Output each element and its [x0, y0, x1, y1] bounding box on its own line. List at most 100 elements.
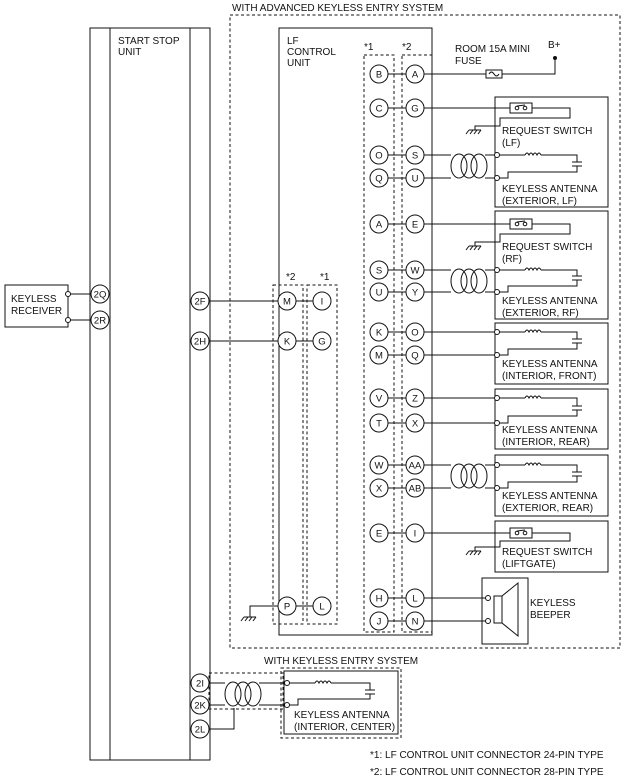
pin-28-o: O — [411, 328, 418, 339]
pin-24-b: B — [376, 70, 382, 81]
pin-28-left-k: K — [284, 337, 291, 348]
pin-2q: 2Q — [94, 290, 107, 301]
keyless-beeper-label-2: BEEPER — [530, 610, 571, 621]
pin-28-u: U — [412, 174, 419, 185]
keyless-receiver-label-2: RECEIVER — [11, 306, 62, 317]
start-stop-pins: 2F 2H 2I 2K 2L — [190, 291, 278, 739]
star1-right: *1 — [364, 42, 374, 53]
pin-24-h: H — [376, 594, 383, 605]
pin-24-left-i: I — [321, 297, 324, 308]
component-label: KEYLESS ANTENNA — [502, 425, 598, 436]
component-label-2: (LIFTGATE) — [502, 559, 556, 570]
pin-28-n: N — [412, 617, 419, 628]
keyless-receiver-label: KEYLESS — [11, 294, 57, 305]
footnote-24pin: *1: LF CONTROL UNIT CONNECTOR 24-PIN TYP… — [370, 750, 604, 761]
fuse-label: ROOM 15A MINI — [455, 44, 530, 55]
pin-28-aa: AA — [409, 461, 422, 472]
pin-28-left-m: M — [283, 297, 291, 308]
keyless-system-enclosure: WITH KEYLESS ENTRY SYSTEM — [264, 656, 418, 739]
lf-control-unit-label-2: CONTROL — [287, 47, 336, 58]
connector-24pin-left — [306, 284, 338, 625]
keyless-beeper: KEYLESS BEEPER — [424, 577, 576, 645]
keyless-system-title: WITH KEYLESS ENTRY SYSTEM — [264, 656, 418, 667]
room-fuse: ROOM 15A MINI FUSE B+ — [424, 40, 561, 79]
component-label: REQUEST SWITCH — [502, 547, 592, 558]
ground-p — [240, 605, 278, 622]
pin-24-left-g: G — [318, 337, 325, 348]
pin-28-z: Z — [412, 394, 418, 405]
keyless-antenna-interior-rear: KEYLESS ANTENNA (INTERIOR, REAR) — [424, 388, 609, 450]
pin-24-k: K — [376, 328, 383, 339]
pin-24-j: J — [377, 617, 382, 628]
left-pin-rows: M K P I G L — [277, 291, 332, 616]
component-label: KEYLESS ANTENNA — [502, 491, 598, 502]
pin-24-t: T — [376, 419, 382, 430]
pin-28-s: S — [412, 151, 418, 162]
keyless-antenna-exterior-rf: KEYLESS ANTENNA (EXTERIOR, RF) — [424, 267, 598, 319]
pin-28-l: L — [412, 594, 417, 605]
pin-28-ab: AB — [409, 484, 422, 495]
pin-28-a: A — [412, 70, 419, 81]
pin-2h: 2H — [194, 337, 206, 348]
pin-24-c: C — [376, 104, 383, 115]
advanced-system-title: WITH ADVANCED KEYLESS ENTRY SYSTEM — [232, 3, 443, 14]
bplus-terminal — [553, 56, 557, 60]
pin-24-q: Q — [375, 174, 382, 185]
pin-2k: 2K — [194, 701, 206, 712]
keyless-antenna-exterior-rear: KEYLESS ANTENNA (EXTERIOR, REAR) — [424, 454, 609, 517]
pin-24-e: E — [376, 529, 382, 540]
star1-left: *1 — [320, 272, 330, 283]
component-label-2: (EXTERIOR, RF) — [502, 308, 579, 319]
component-label: KEYLESS ANTENNA — [502, 359, 598, 370]
lf-control-unit-label-3: UNIT — [287, 58, 310, 69]
start-stop-unit: START STOP UNIT — [89, 27, 211, 761]
component-label: KEYLESS ANTENNA — [502, 296, 598, 307]
connector-28pin-right — [401, 54, 433, 633]
fuse-label-2: FUSE — [455, 56, 482, 67]
connector-24pin-right — [363, 54, 395, 633]
pin-28-q: Q — [411, 351, 418, 362]
keyless-antenna-interior-front: KEYLESS ANTENNA (INTERIOR, FRONT) — [424, 322, 609, 385]
component-label-2: (EXTERIOR, LF) — [502, 196, 577, 207]
component-label: KEYLESS ANTENNA — [294, 710, 390, 721]
component-label-2: (INTERIOR, CENTER) — [294, 722, 395, 733]
pin-28-g: G — [411, 104, 418, 115]
pin-28-i: I — [414, 529, 417, 540]
lf-control-unit-label: LF — [287, 36, 299, 47]
pin-28-x: X — [412, 419, 419, 430]
component-label: REQUEST SWITCH — [502, 126, 592, 137]
pin-2r: 2R — [94, 316, 106, 327]
bplus-label: B+ — [548, 40, 561, 51]
keyless-antenna-exterior-lf: KEYLESS ANTENNA (EXTERIOR, LF) — [424, 152, 598, 207]
star2-left: *2 — [286, 272, 296, 283]
advanced-system-enclosure: WITH ADVANCED KEYLESS ENTRY SYSTEM — [229, 3, 621, 649]
star2-right: *2 — [402, 42, 412, 53]
request-switch-liftgate: REQUEST SWITCH (LIFTGATE) — [424, 520, 609, 573]
pin-24-m: M — [375, 351, 383, 362]
pin-2f: 2F — [194, 297, 205, 308]
pin-2i: 2I — [196, 679, 204, 690]
pin-24-a: A — [376, 220, 383, 231]
pin-24-u: U — [376, 288, 383, 299]
component-label-2: (RF) — [502, 254, 522, 265]
pin-24-left-l: L — [319, 602, 324, 613]
component-label-2: (EXTERIOR, REAR) — [502, 503, 593, 514]
request-switch-lf: REQUEST SWITCH (LF) — [424, 96, 609, 208]
pin-24-s: S — [376, 266, 382, 277]
start-stop-unit-label-2: UNIT — [118, 47, 141, 58]
component-label: REQUEST SWITCH — [502, 242, 592, 253]
component-label-2: (INTERIOR, REAR) — [502, 437, 590, 448]
pin-24-x: X — [376, 484, 383, 495]
pin-28-e: E — [412, 220, 418, 231]
pin-24-o: O — [375, 151, 382, 162]
start-stop-unit-label: START STOP — [118, 36, 180, 47]
pin-24-w: W — [375, 461, 384, 472]
component-label-2: (INTERIOR, FRONT) — [502, 371, 596, 382]
pin-24-v: V — [376, 394, 383, 405]
keyless-receiver: KEYLESS RECEIVER 2Q 2R — [4, 284, 110, 330]
footnote-28pin: *2: LF CONTROL UNIT CONNECTOR 28-PIN TYP… — [370, 767, 604, 778]
right-pin-rows: B C O Q A S U K M V T W X E H J A G S U … — [369, 64, 425, 631]
component-label: KEYLESS ANTENNA — [502, 184, 598, 195]
connector-28pin-left — [272, 284, 304, 625]
